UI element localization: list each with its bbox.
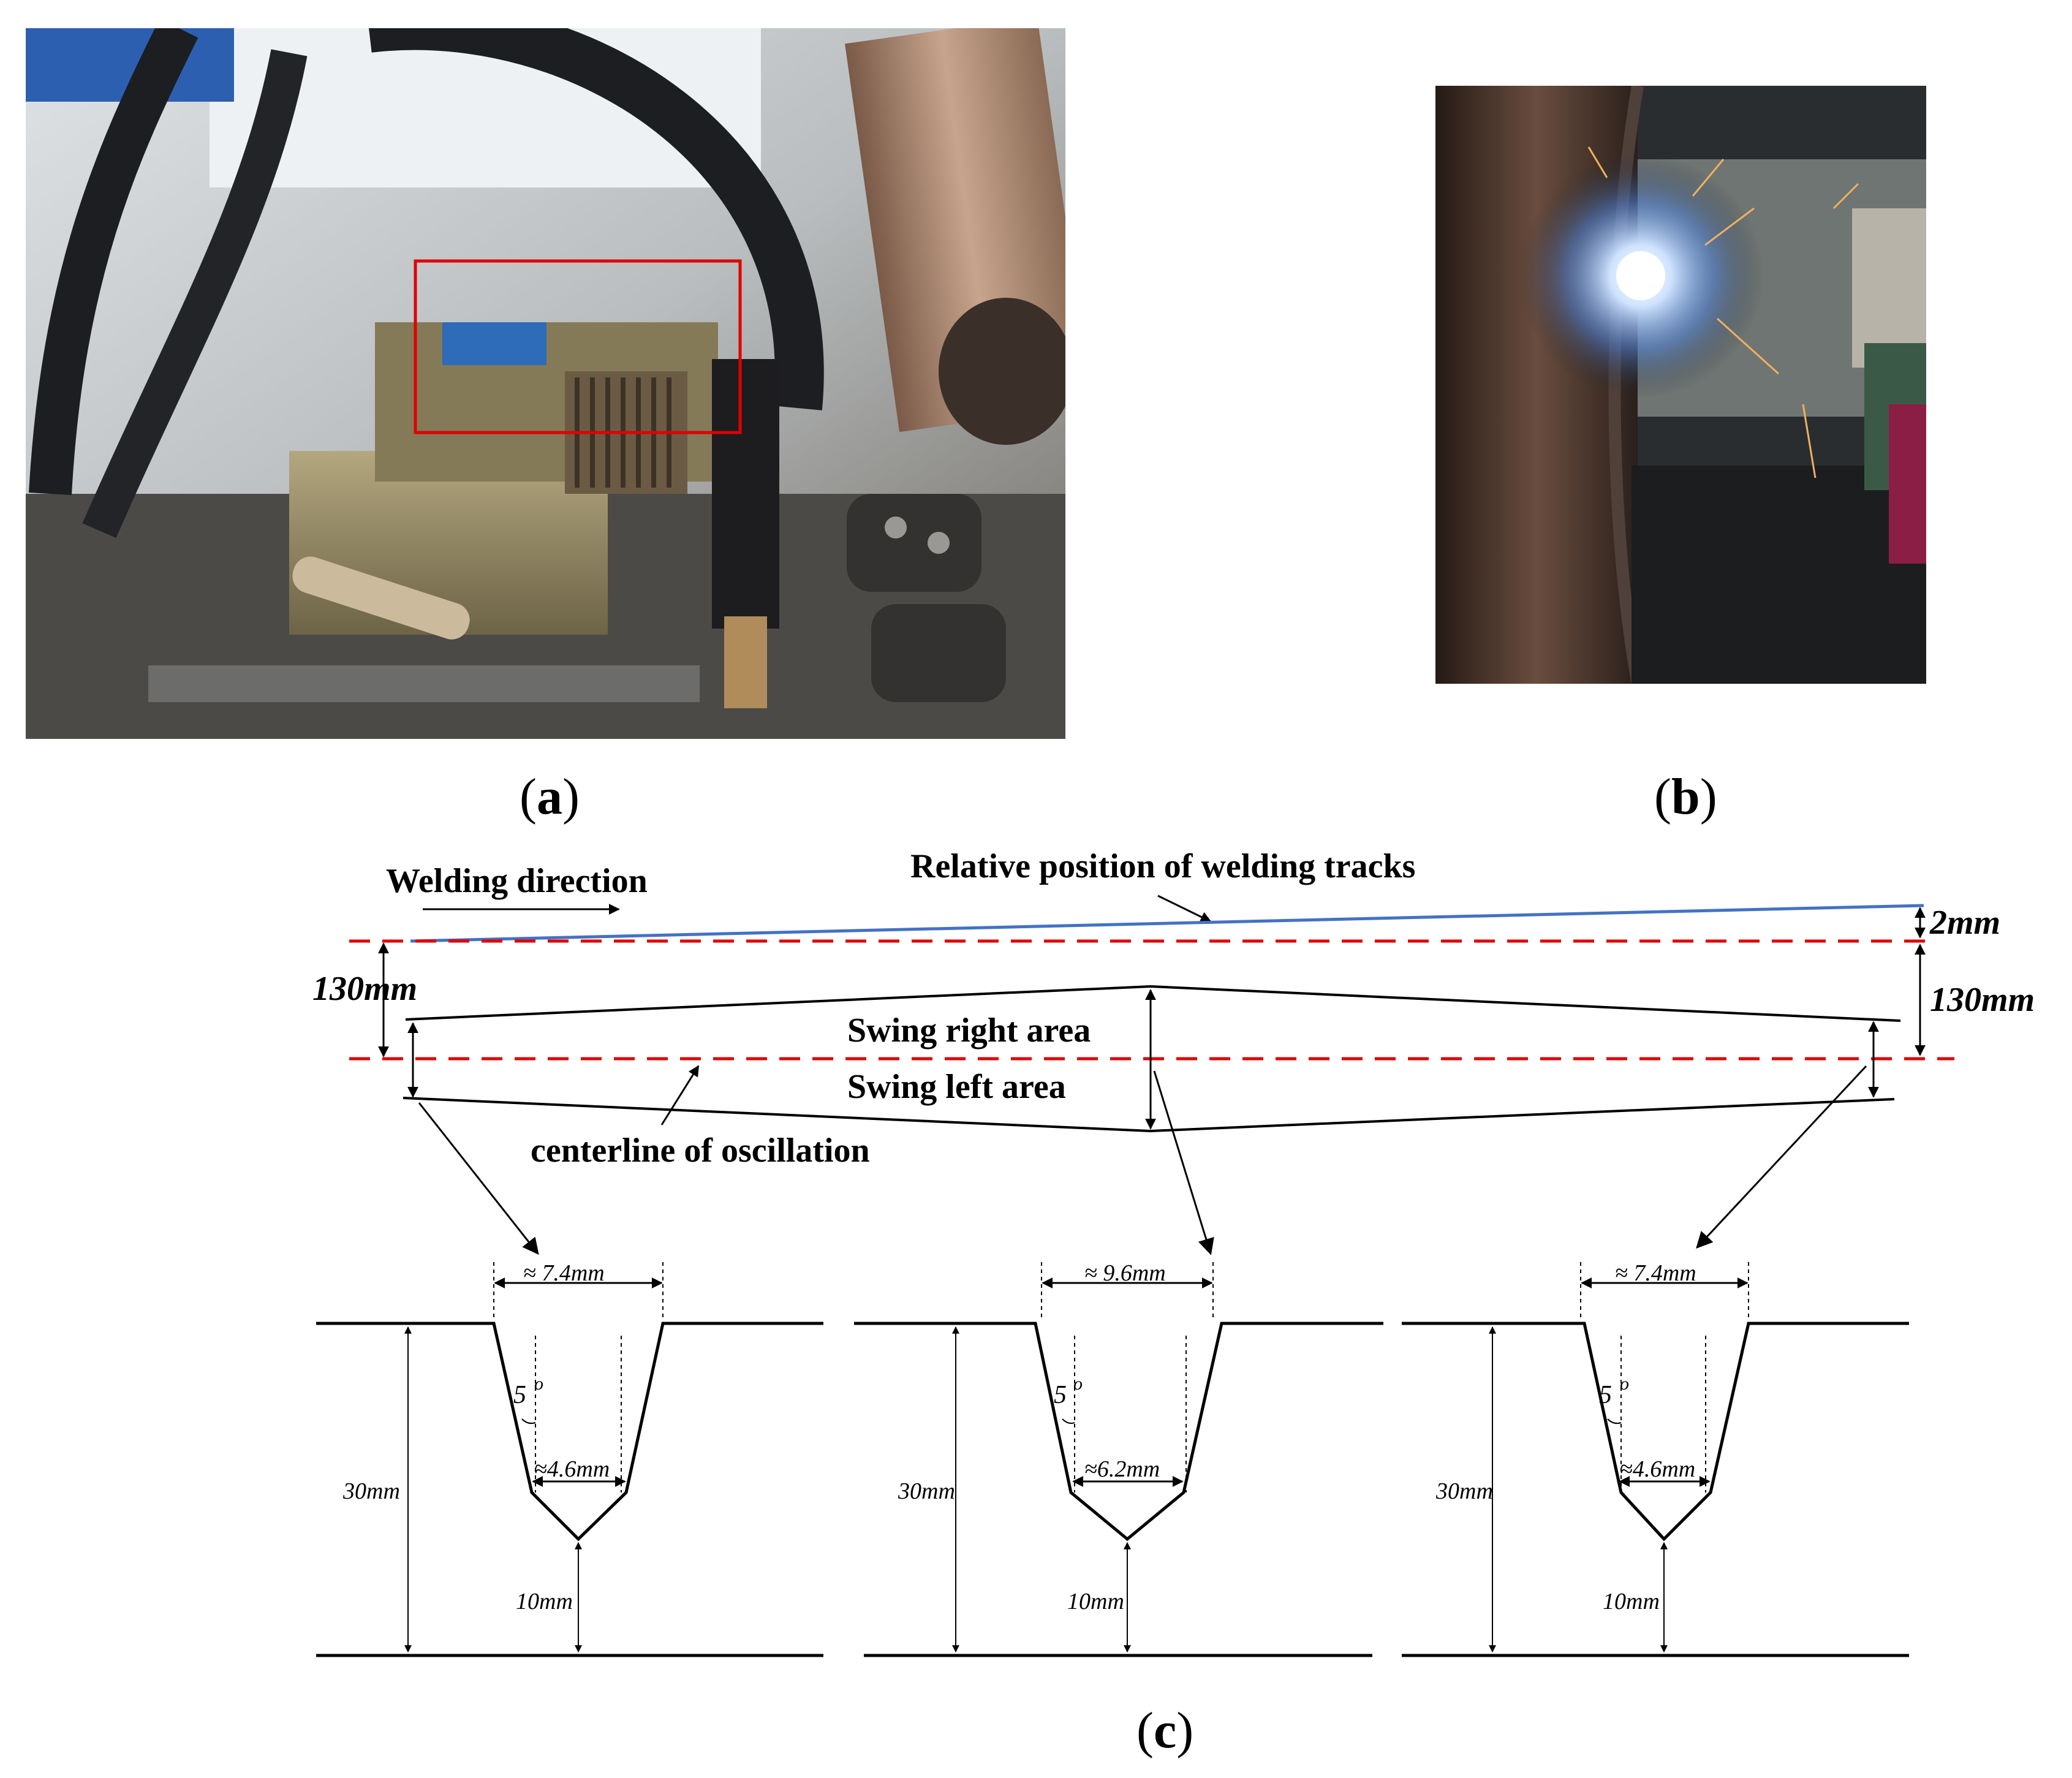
leader-arrow-right xyxy=(1696,1065,1867,1249)
groove-cross-section-left: ≈ 7.4mm 5 o ≈4.6mm 30mm 10mm xyxy=(316,1260,823,1657)
caption-a-letter: a xyxy=(536,768,562,825)
leader-arrow-left xyxy=(418,1102,539,1255)
top-width-label: ≈ 9.6mm xyxy=(1084,1260,1166,1286)
caption-b: (b) xyxy=(1654,768,1717,825)
angle-arc xyxy=(1607,1418,1622,1424)
swing-upper-envelope xyxy=(405,985,1901,1022)
photo-welding-carriage xyxy=(26,28,1065,739)
depth-label: 30mm xyxy=(342,1478,400,1504)
angle-arc xyxy=(1062,1418,1075,1424)
dim-left-130-label: 130mm xyxy=(312,970,417,1008)
groove-cross-section-right: ≈ 7.4mm 5 o ≈4.6mm 30mm 10mm xyxy=(1402,1260,1909,1657)
centerline-pointer xyxy=(660,1065,700,1125)
root-label: 10mm xyxy=(516,1589,573,1614)
track-label: Relative position of welding tracks xyxy=(910,847,1415,885)
angle-label: 5 xyxy=(1054,1381,1067,1409)
degree-sign: o xyxy=(1073,1374,1083,1394)
groove-cross-section-middle: ≈ 9.6mm 5 o ≈6.2mm 30mm 10mm xyxy=(854,1260,1383,1657)
caption-a: (a) xyxy=(520,768,580,825)
caption-c-letter: c xyxy=(1153,1702,1177,1759)
top-width-label: ≈ 7.4mm xyxy=(1615,1260,1696,1286)
bottom-width-label: ≈4.6mm xyxy=(534,1456,610,1482)
leader-arrow-middle xyxy=(1153,1070,1214,1255)
angle-arc xyxy=(521,1418,536,1424)
root-label: 10mm xyxy=(1067,1589,1124,1614)
welding-direction-label: Welding direction xyxy=(386,862,648,900)
swing-lower-envelope xyxy=(403,1097,1895,1133)
centerline-label: centerline of oscillation xyxy=(531,1132,870,1170)
top-width-label: ≈ 7.4mm xyxy=(523,1260,605,1286)
angle-label: 5 xyxy=(513,1381,526,1409)
dim-2mm-label: 2mm xyxy=(1929,904,2000,942)
groove-profile xyxy=(316,1322,823,1542)
root-label: 10mm xyxy=(1603,1589,1660,1614)
caption-c: (c) xyxy=(1136,1702,1194,1759)
dim-right-130-label: 130mm xyxy=(1930,981,2035,1019)
track-label-arrow xyxy=(1157,895,1212,923)
swing-left-label: Swing left area xyxy=(847,1068,1066,1106)
bottom-width-label: ≈4.6mm xyxy=(1620,1456,1695,1482)
photo-b-illustration xyxy=(1435,86,1926,684)
bottom-width-label: ≈6.2mm xyxy=(1084,1456,1160,1482)
degree-sign: o xyxy=(1620,1374,1629,1394)
photo-a-illustration xyxy=(26,28,1065,739)
degree-sign: o xyxy=(534,1374,543,1394)
photo-welding-process xyxy=(1435,86,1926,684)
swing-right-label: Swing right area xyxy=(847,1012,1091,1050)
welding-track-line xyxy=(410,904,1924,943)
groove-profile xyxy=(1402,1322,1909,1542)
highlight-box xyxy=(414,259,742,434)
depth-label: 30mm xyxy=(1435,1478,1493,1504)
groove-profile xyxy=(854,1322,1383,1542)
depth-label: 30mm xyxy=(898,1478,955,1504)
angle-label: 5 xyxy=(1599,1381,1612,1409)
caption-b-letter: b xyxy=(1671,768,1700,825)
